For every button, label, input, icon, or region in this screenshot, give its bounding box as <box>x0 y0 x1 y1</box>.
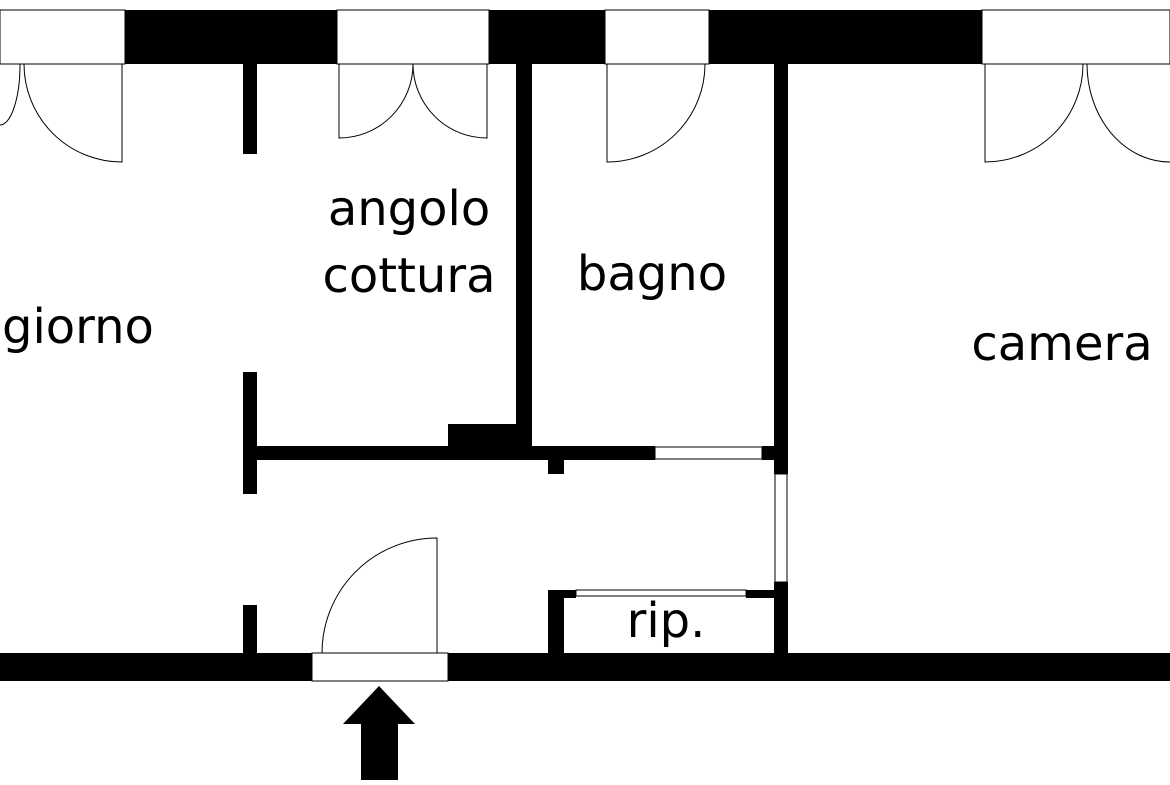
interior-walls <box>243 64 788 653</box>
bagno-door-opening <box>654 446 763 460</box>
room-label-angolo-line2: cottura <box>323 248 496 304</box>
ripostiglio-top-wall-left <box>548 590 576 598</box>
room-labels: giorno angolo cottura bagno camera rip. <box>2 181 1153 649</box>
kitchen-bagno-wall <box>516 64 532 446</box>
window-soggiorno <box>0 9 126 65</box>
room-label-ripostiglio: rip. <box>627 593 706 649</box>
door-swing-camera-right <box>1086 63 1170 163</box>
window-camera <box>981 9 1170 65</box>
door-swing-soggiorno-right <box>23 63 123 163</box>
door-swing-kitchen-right <box>412 63 488 139</box>
ripostiglio-left-wall <box>548 590 564 653</box>
partition-living-kitchen-upper <box>243 64 257 154</box>
top-wall <box>0 9 1170 65</box>
bottom-wall <box>0 652 1170 682</box>
window-bagno <box>604 9 710 65</box>
room-label-bagno: bagno <box>577 246 727 302</box>
camera-door-opening <box>774 473 788 583</box>
partition-living-kitchen-middle <box>243 372 257 494</box>
door-swing-entrance <box>321 537 438 654</box>
camera-hall-wall-lower <box>774 582 788 653</box>
bottom-wall-segment-2 <box>448 653 1170 681</box>
entrance-door-opening <box>311 652 449 682</box>
bagno-bottom-wall-right <box>762 446 776 460</box>
door-swing-camera-left <box>984 63 1084 163</box>
top-wall-segment-3 <box>709 10 982 64</box>
bottom-wall-segment-1 <box>0 653 312 681</box>
entrance-arrow-icon <box>343 686 415 780</box>
top-wall-segment-2 <box>489 10 605 64</box>
window-angolo-cottura <box>336 9 490 65</box>
bagno-camera-wall <box>774 64 788 474</box>
door-swing-bagno <box>606 63 706 163</box>
wall-stub <box>548 460 564 474</box>
bagno-bottom-wall-left <box>530 446 655 460</box>
door-swing-soggiorno-left <box>0 63 21 126</box>
ripostiglio-top-wall-right <box>746 590 774 598</box>
door-swing-kitchen-left <box>338 63 414 139</box>
door-swings <box>0 63 1170 654</box>
room-label-angolo-line1: angolo <box>328 181 490 237</box>
partition-living-hall-lower <box>243 605 257 653</box>
arrow-shape <box>343 686 415 780</box>
top-wall-segment-1 <box>125 10 337 64</box>
room-label-soggiorno: giorno <box>2 299 154 355</box>
room-label-camera: camera <box>971 316 1152 372</box>
